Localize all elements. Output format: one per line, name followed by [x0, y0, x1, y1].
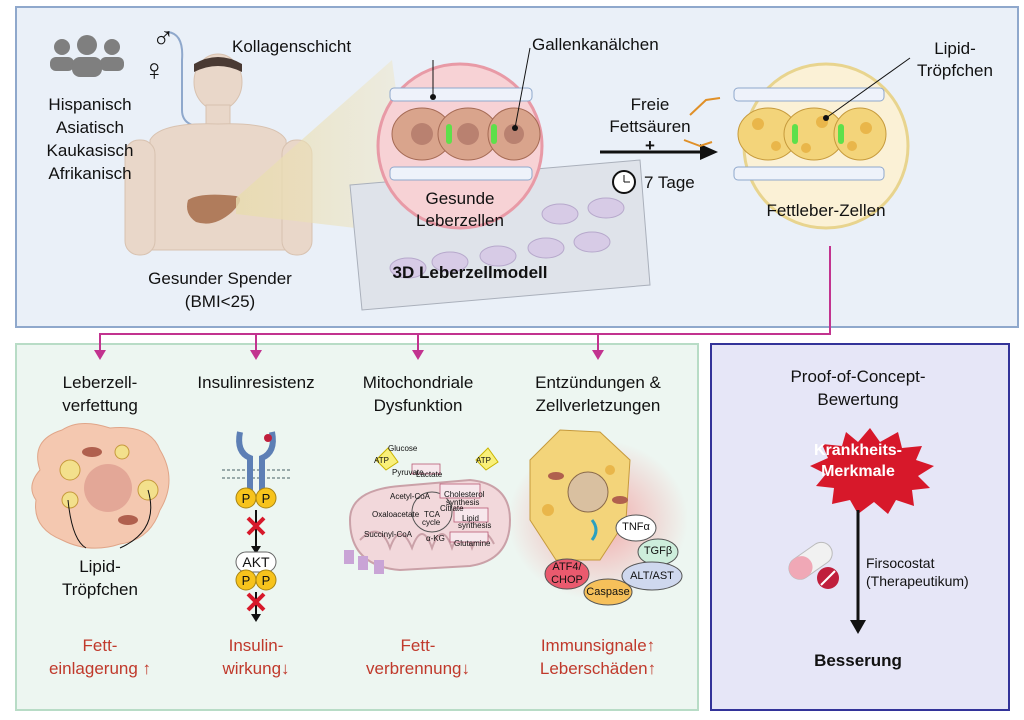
p-label-4: P: [261, 573, 271, 588]
population-african: Afrikanisch: [48, 164, 132, 183]
mito-glutamine: Glutamine: [454, 539, 491, 548]
poc-title-1: Proof-of-Concept-: [790, 367, 926, 386]
cytokine-badges: [544, 514, 683, 606]
feature-4-result-2: Leberschäden↑: [539, 659, 657, 678]
hair-icon: [194, 57, 242, 72]
mito-cholesterol-1: Cholesterol: [444, 490, 485, 499]
poc-title-2: Bewertung: [817, 390, 899, 409]
feature-4-result-1: Immunsignale↑: [540, 636, 656, 655]
donor-label: Gesunder Spender: [148, 269, 292, 288]
mito-glucose: Glucose: [388, 444, 418, 453]
steatotic-cell: [31, 423, 170, 549]
mito-tca-2: cycle: [422, 518, 441, 527]
ffa-label-2: Fettsäuren: [609, 117, 691, 136]
inflamed-cells: [508, 429, 688, 600]
feature-3-result-2: verbrennung↓: [366, 659, 470, 678]
male-symbol: ♂: [152, 22, 175, 55]
feature-2-result-2: wirkung↓: [222, 659, 290, 678]
caspase-label: Caspase: [586, 586, 630, 598]
drug-name: Firsocostat: [866, 555, 935, 571]
ffa-label-1: Freie: [630, 95, 670, 114]
lipid-label-1: Lipid-: [934, 39, 976, 58]
feature-3-title-1: Mitochondriale: [362, 373, 474, 392]
mito-lipid-1: Lipid: [462, 514, 479, 523]
feature-2-title: Insulinresistenz: [197, 373, 315, 392]
feature-2-result-1: Insulin-: [228, 636, 284, 655]
tnf-label: TNFα: [622, 521, 650, 533]
akt-label: AKT: [242, 554, 270, 570]
mito-akg: α-KG: [426, 534, 445, 543]
p-label-2: P: [261, 491, 271, 506]
mito-pyruvate: Pyruvate: [392, 468, 424, 477]
burst-label-1: Krankheits-: [813, 442, 903, 459]
outcome-label: Besserung: [814, 651, 902, 670]
steatosis-lipid-label-2: Tröpfchen: [62, 580, 138, 599]
feature-1-title-2: verfettung: [62, 396, 138, 415]
mito-citrate: Citrate: [440, 504, 464, 513]
mito-atp-2: ATP: [476, 456, 491, 465]
tgf-label: TGFβ: [643, 545, 673, 557]
mito-acetyl-coa: Acetyl-CoA: [390, 492, 431, 501]
steatosis-lipid-label-1: Lipid-: [79, 557, 121, 576]
fatty-hepatocytes: [737, 107, 887, 161]
feature-1-result-2: einlagerung ↑: [48, 659, 152, 678]
donor-bmi: (BMI<25): [184, 292, 256, 311]
mito-lactate: Lactate: [416, 470, 443, 479]
healthy-cells-label-2: Leberzellen: [416, 211, 504, 230]
mito-tca-1: TCA: [424, 510, 440, 519]
population-asian: Asiatisch: [55, 118, 125, 137]
chop-label: CHOP: [551, 574, 583, 586]
collagen-label: Kollagenschicht: [232, 37, 352, 56]
feature-1-title-1: Leberzell-: [62, 373, 138, 392]
mito-succinyl-coa: Succinyl-CoA: [364, 530, 413, 539]
model-title: 3D Leberzellmodell: [392, 263, 548, 282]
liver-icon: [187, 194, 241, 224]
mito-cholesterol-2: synthesis: [446, 498, 480, 507]
disease-burst: [810, 428, 934, 514]
female-symbol: ♀: [143, 54, 166, 87]
proof-of-concept-panel: [710, 343, 1010, 711]
feature-4-title-1: Entzündungen &: [535, 373, 661, 392]
canaliculi-label: Gallenkanälchen: [532, 35, 659, 54]
insulin-pathway: [222, 431, 290, 622]
burst-label-2: Merkmale: [821, 463, 895, 480]
lipid-label-2: Tröpfchen: [917, 61, 993, 80]
mitochondrion: [344, 447, 512, 574]
mito-atp-1: ATP: [374, 456, 389, 465]
feature-3-title-2: Dysfunktion: [373, 396, 463, 415]
pill-icon: [788, 541, 839, 589]
plus-sign: +: [645, 136, 655, 155]
drug-type: (Therapeutikum): [866, 573, 969, 589]
fatty-cells-label: Fettleber-Zellen: [766, 201, 886, 220]
population-caucasian: Kaukasisch: [46, 141, 134, 160]
mito-oxaloacetate: Oxaloacetate: [372, 510, 420, 519]
mito-lipid-2: synthesis: [458, 521, 492, 530]
connector-lines: [99, 246, 831, 352]
feature-3-result-1: Fett-: [400, 636, 436, 655]
population-hispanic: Hispanisch: [48, 95, 132, 114]
alt-ast-label: ALT/AST: [630, 570, 674, 582]
feature-1-result-1: Fett-: [82, 636, 118, 655]
healthy-cells-label-1: Gesunde: [425, 189, 495, 208]
days-label: 7 Tage: [644, 173, 695, 192]
atf4-label: ATF4/: [552, 561, 582, 573]
p-label-3: P: [241, 573, 251, 588]
p-label-1: P: [241, 491, 251, 506]
population-icon: [50, 35, 124, 77]
feature-4-title-2: Zellverletzungen: [535, 396, 661, 415]
clock-icon: [612, 170, 636, 194]
